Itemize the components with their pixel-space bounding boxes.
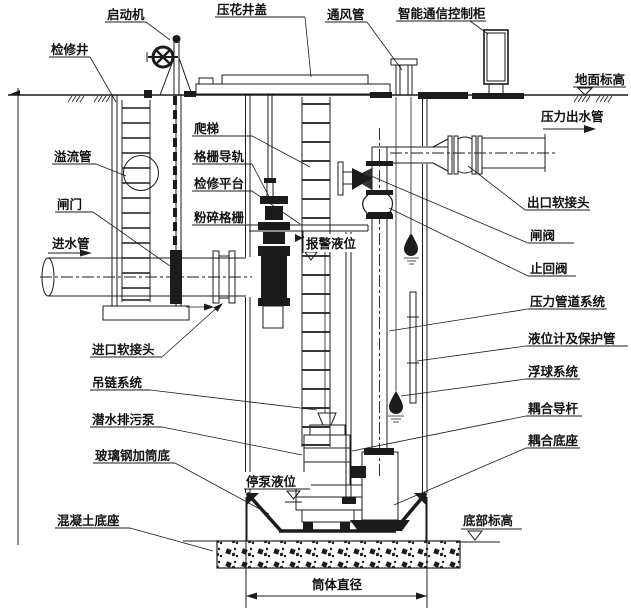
label-control-cabinet: 智能通信控制柜 (397, 6, 486, 21)
label-gate-valve: 闸阀 (530, 228, 555, 243)
pressure-pipeline (337, 128, 557, 476)
overflow-pipe-opening (123, 155, 159, 191)
label-manhole-cover: 压花井盖 (217, 2, 268, 17)
starter-machine (146, 35, 193, 96)
label-float-system: 浮球系统 (528, 364, 579, 379)
label-overflow-pipe: 溢流管 (54, 149, 92, 164)
coupling-guide-rods (342, 232, 356, 504)
label-frp-cylinder-bottom: 玻璃钢加筒底 (95, 448, 171, 463)
level-gauge-pipe (407, 291, 419, 404)
gate-valve-body (337, 161, 372, 196)
coupling-stand (350, 448, 410, 531)
tank-ladder (301, 97, 331, 447)
inlet-pipe-assembly (40, 250, 252, 311)
vent-pipe (390, 58, 418, 95)
label-bottom-elevation: 底部标高 (463, 513, 513, 528)
control-cabinet (483, 29, 509, 95)
ground-line (8, 88, 628, 545)
frp-funnel-bottom (245, 491, 428, 541)
stop-level-marker (285, 490, 302, 503)
label-grille-guide-rail: 格栅导轨 (194, 149, 245, 164)
label-pressure-outlet-pipe: 压力出水管 (541, 109, 604, 124)
tank-shell (195, 74, 428, 541)
label-starter: 启动机 (107, 7, 145, 22)
label-inlet-flex-joint: 进口软接头 (92, 342, 155, 357)
label-pressure-pipeline-system: 压力管道系统 (530, 294, 606, 309)
label-vent-pipe: 通风管 (327, 7, 365, 22)
label-level-gauge-protection: 液位计及保护管 (528, 331, 616, 346)
label-inspection-platform: 检修平台 (194, 176, 244, 191)
label-crushing-grille: 粉碎格栅 (194, 210, 245, 225)
label-sluice-gate: 闸门 (57, 197, 82, 212)
label-concrete-base: 混凝土底座 (57, 513, 120, 528)
label-outlet-flex-joint: 出口软接头 (527, 195, 590, 210)
label-ground-elevation: 地面标高 (575, 72, 625, 87)
check-valve-body (362, 194, 394, 218)
label-stop-pump-level: 停泵液位 (246, 474, 297, 489)
label-inlet-pipe: 进水管 (52, 236, 90, 251)
crushing-grille-unit (258, 178, 290, 329)
label-alarm-level: 报警液位 (306, 236, 357, 251)
label-coupling-base: 耦合底座 (528, 433, 579, 448)
diameter-dimension (245, 497, 428, 608)
label-submersible-sewage-pump: 潜水排污泵 (92, 412, 155, 427)
label-lifting-chain-system: 吊链系统 (92, 375, 143, 390)
concrete-base-slab (183, 540, 500, 569)
float-switch-system (388, 97, 419, 423)
label-climbing-ladder: 爬梯 (193, 121, 220, 136)
flow-arrow-inlet-joint (186, 303, 214, 311)
inspection-well (102, 95, 190, 321)
label-check-valve: 止回阀 (530, 261, 568, 276)
annotations: 启动机 压花井盖 通风管 智能通信控制柜 检修井 地面标高 压力出水管 出口软接… (48, 2, 628, 592)
label-coupling-guide-rod: 耦合导杆 (528, 401, 579, 416)
label-inspection-well: 检修井 (51, 42, 89, 57)
label-cylinder-diameter: 筒体直径 (312, 577, 363, 592)
